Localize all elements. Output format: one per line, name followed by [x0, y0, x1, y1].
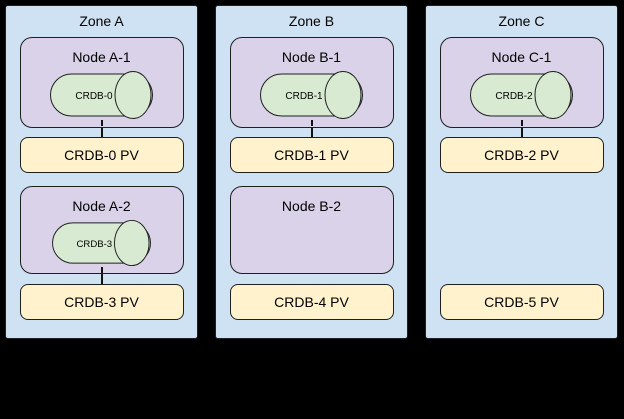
pv-crdb-3-label: CRDB-3 PV [64, 294, 139, 310]
node-a-2-label: Node A-2 [72, 198, 131, 214]
node-c-1-label: Node C-1 [491, 49, 552, 65]
connector-line-crdb-2 [520, 128, 523, 137]
connector-stub [100, 120, 103, 126]
crdb-0-cylinder-label: CRDB-0 [75, 91, 113, 102]
pv-crdb-4-label: CRDB-4 PV [274, 294, 349, 310]
crdb-1-cylinder-label: CRDB-1 [285, 91, 323, 102]
node-b-1-label: Node B-1 [281, 49, 342, 65]
connector-line-crdb-1 [310, 128, 313, 137]
pv-crdb-2-label: CRDB-2 PV [484, 147, 559, 163]
crdb-3-cylinder-label: CRDB-3 [76, 239, 112, 250]
zone-b-title: Zone B [288, 13, 335, 29]
node-b-2-label: Node B-2 [281, 198, 342, 214]
crdb-1-cylinder: CRDB-1 [259, 71, 363, 119]
pv-crdb-1-label: CRDB-1 PV [274, 147, 349, 163]
pv-crdb-2-box: CRDB-2 PV [439, 137, 604, 173]
node-b-2-box: Node B-2 [229, 186, 394, 274]
zone-a-title: Zone A [79, 13, 124, 29]
crdb-2-cylinder: CRDB-2 [469, 71, 573, 119]
node-a-1-label: Node A-1 [72, 49, 131, 65]
node-c-1-box: Node C-1 CRDB-2 [439, 37, 604, 128]
crdb-0-cylinder: CRDB-0 [49, 71, 153, 119]
connector-stub [520, 120, 523, 126]
zone-a: Zone A Node A-1 CRDB-0 CRDB-0 PV Node A-… [5, 5, 198, 339]
pv-crdb-5-label: CRDB-5 PV [484, 294, 559, 310]
pv-crdb-5-box: CRDB-5 PV [439, 284, 604, 320]
node-a-1-box: Node A-1 CRDB-0 [19, 37, 184, 128]
node-b-1-box: Node B-1 CRDB-1 [229, 37, 394, 128]
connector-line-crdb-3 [100, 274, 103, 284]
zone-b: Zone B Node B-1 CRDB-1 CRDB-1 PV Node B-… [215, 5, 408, 339]
zone-c-title: Zone C [498, 13, 545, 29]
diagram-canvas: Zone A Node A-1 CRDB-0 CRDB-0 PV Node A-… [5, 5, 618, 339]
pv-crdb-0-box: CRDB-0 PV [19, 137, 184, 173]
pv-crdb-1-box: CRDB-1 PV [229, 137, 394, 173]
connector-stub [100, 267, 103, 273]
pv-crdb-4-box: CRDB-4 PV [229, 284, 394, 320]
zone-c: Zone C Node C-1 CRDB-2 CRDB-2 PV CRDB-5 … [425, 5, 618, 339]
crdb-3-cylinder: CRDB-3 [51, 219, 151, 267]
pv-crdb-3-box: CRDB-3 PV [19, 284, 184, 320]
node-a-2-box: Node A-2 CRDB-3 [19, 186, 184, 274]
crdb-2-cylinder-label: CRDB-2 [495, 91, 533, 102]
pv-crdb-0-label: CRDB-0 PV [64, 147, 139, 163]
connector-line-crdb-0 [100, 128, 103, 137]
connector-stub [310, 120, 313, 126]
